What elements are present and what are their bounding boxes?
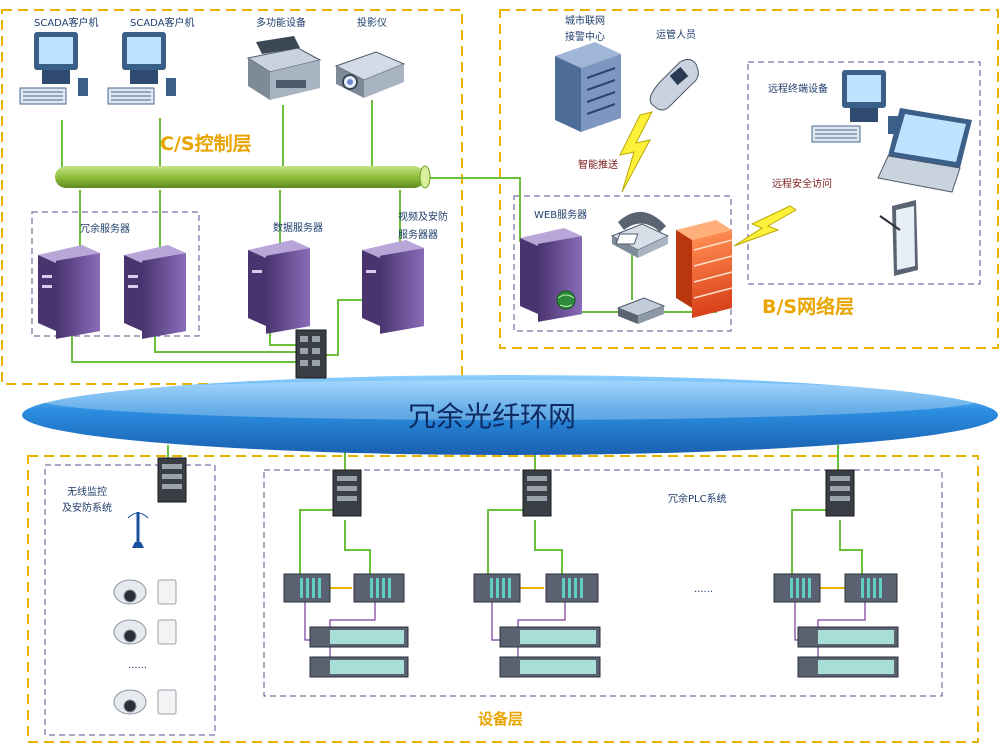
motion-sensor-icons [157,579,177,715]
scada-client-1-icon [19,32,88,105]
data-server-icon [248,240,310,334]
video-server-label-1: 视频及安防 [398,210,448,223]
wireless-group [44,464,216,736]
remote-terminal-group [747,61,981,285]
industrial-switch-icon [295,329,327,379]
plc-switch-1-icon [332,469,362,517]
redundant-server-group [31,211,200,337]
cs-bus [55,165,431,189]
wireless-switch-icon [157,457,187,503]
telephone-icon [610,211,670,258]
globe-icon [556,290,576,310]
device-layer-label: 设备层 [478,710,523,728]
wireless-label-1: 无线监控 [67,485,107,498]
plc-system-label: 冗余PLC系统 [668,492,727,505]
mobile-phone-icon [649,58,699,111]
data-server-label: 数据服务器 [273,221,323,234]
plc-module-slots [300,578,882,598]
router-icon [616,297,666,324]
city-center-label-2: 接警中心 [565,30,605,43]
plc-switch-3-icon [825,469,855,517]
video-security-server-icon [362,240,424,334]
io-module-slots [330,630,894,674]
dome-camera-icons [113,579,147,715]
building-icon [555,42,621,132]
firewall-icon [676,220,733,319]
remote-desktop-icon [811,70,898,143]
redundant-server-1-icon [38,245,100,339]
scada-client-2-icon [107,32,176,105]
tablet-icon [879,200,918,276]
bs-layer-region [499,9,999,349]
mfp-label: 多功能设备 [256,16,306,29]
wireless-label-2: 及安防系统 [62,501,112,514]
smart-push-label: 智能推送 [578,158,618,171]
scada-client-2-label: SCADA客户机 [130,16,195,29]
video-server-label-2: 服务器器 [398,228,438,241]
antenna-icon [127,512,149,548]
web-server-label: WEB服务器 [534,208,587,221]
lightning-bolt-2-icon [733,205,797,247]
multifunction-printer-icon [246,36,322,100]
ring-network-label: 冗余光纤环网 [408,400,576,433]
city-center-label-1: 城市联网 [565,14,605,27]
redundant-server-2-icon [124,245,186,339]
lightning-bolt-1-icon [619,111,653,193]
ring-network [22,375,998,455]
plc-ellipsis: ...... [694,584,713,595]
redundant-server-label: 冗余服务器 [80,222,130,235]
projector-label: 投影仪 [357,16,387,29]
scada-client-1-label: SCADA客户机 [34,16,99,29]
cs-layer-label: C/S控制层 [160,132,252,155]
remote-terminal-label: 远程终端设备 [768,82,828,95]
projector-icon [334,51,406,98]
laptop-icon [877,108,972,193]
bs-layer-label: B/S网络层 [762,295,854,318]
web-server-icon [520,228,582,322]
remote-access-label: 远程安全访问 [772,177,832,190]
plc-group [263,469,943,697]
plc-switch-2-icon [522,469,552,517]
camera-ellipsis: ...... [128,660,147,671]
device-layer-region [27,455,979,743]
ops-staff-label: 运管人员 [656,28,696,41]
